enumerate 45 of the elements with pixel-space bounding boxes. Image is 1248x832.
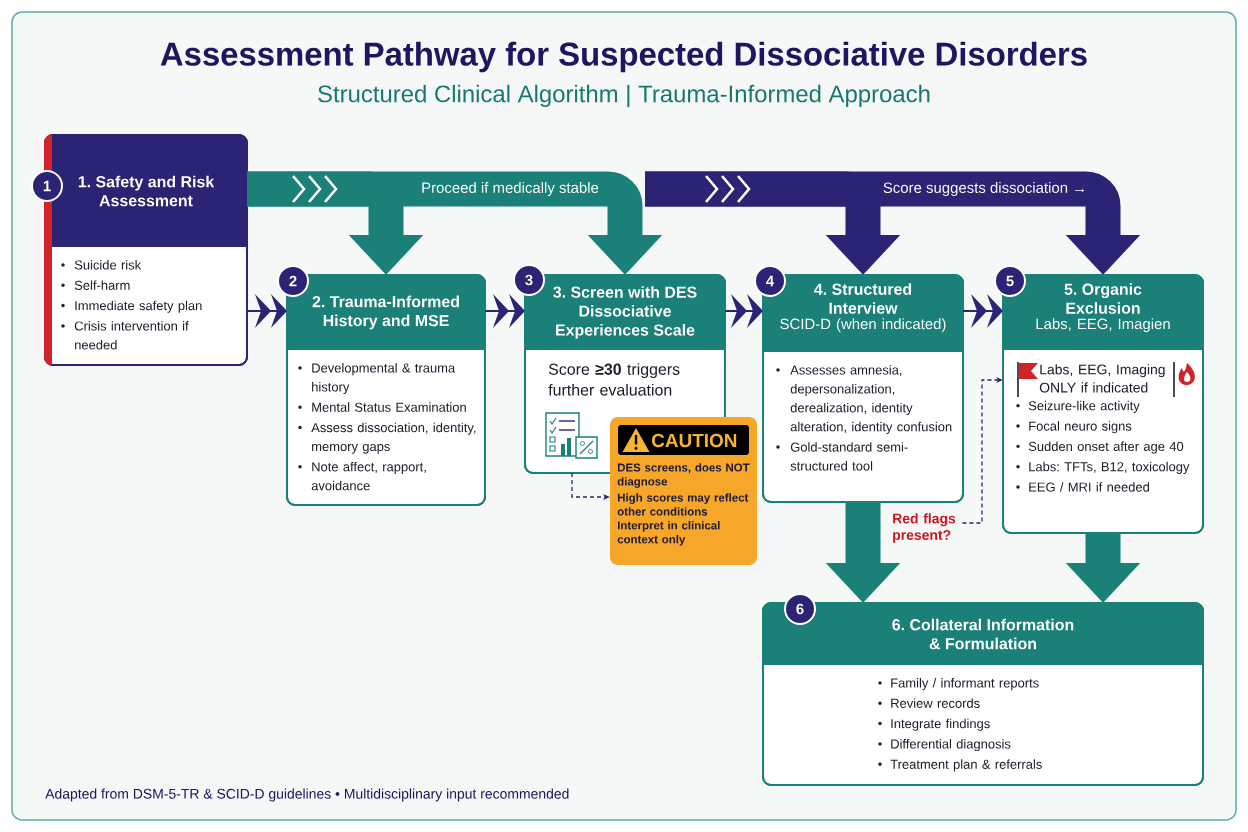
box-heading: 4. Structured Interview [814, 283, 912, 314]
dashed-arrow [961, 376, 1003, 524]
bullet-item: Mental Status Examination [298, 402, 466, 412]
bullet-item: Focal neuro signs [1016, 421, 1132, 434]
bullet-item: Review records [878, 698, 980, 708]
number-badge: 1 [31, 170, 63, 202]
bullet-item: Self-harm [61, 280, 130, 290]
bullet-item: Gold-standard semi-structured tool [776, 442, 908, 471]
question-text: Red flags present? [893, 513, 956, 543]
bullet-item: Labs: TFTs, B12, toxicology [1016, 461, 1190, 474]
number-badge: 4 [754, 265, 786, 297]
subtitle: Structured Clinical Algorithm | Trauma-Informed Approach [318, 84, 930, 108]
bullet-item: Assess dissociation, identity, memory gaps [298, 422, 476, 454]
bullet-item: Seizure-like activity [1016, 400, 1140, 413]
box-heading: 6. Collateral Information & Formulation [892, 618, 1074, 650]
box-heading: 3. Screen with DES Dissociative Experiences Scale [553, 286, 697, 339]
number-badge: 2 [277, 265, 309, 297]
bullet-item: Suicide risk [61, 260, 142, 270]
number-badge: 5 [994, 265, 1026, 297]
box-heading: 5. Organic Exclusion [1064, 283, 1142, 314]
box-subheading: SCID-D (when indicated) [780, 318, 946, 333]
number-badge: 3 [513, 264, 545, 296]
warning-text: Interpret in clinical context only [617, 521, 720, 546]
bullet-item: Family / informant reports [878, 678, 1039, 691]
warning-text: High scores may reflect other conditions [617, 493, 749, 516]
bullet-item: Immediate safety plan [61, 300, 202, 313]
body-text: Labs, EEG, Imaging ONLY if indicated [1039, 364, 1165, 393]
footnote: Adapted from DSM-5-TR & SCID-D guidelines • Multidisciplinary input recommended [45, 788, 569, 802]
bullet-item: Differential diagnosis [878, 739, 1011, 752]
bullet-item: Assesses amnesia, depersonalization, derealization, identity alteration, identity confusion [776, 365, 952, 434]
box-heading: 2. Trauma-Informed History and MSE [312, 295, 459, 330]
caution-banner: CAUTION [618, 425, 749, 455]
bullet-item: Note affect, rapport, avoidance [298, 461, 426, 491]
bullet-item: Developmental & trauma history [298, 363, 456, 395]
warning-text: DES screens, does NOT diagnose [617, 463, 750, 488]
title: Assessment Pathway for Suspected Dissociative Disorders [160, 41, 1087, 73]
body-text: Score ≥30 triggers further evaluation [548, 363, 680, 396]
box-subheading: Labs, EEG, Imagien [1036, 318, 1170, 333]
bullet-item: Treatment plan & referrals [878, 759, 1042, 772]
number-badge: 6 [784, 593, 816, 625]
bullet-item: EEG / MRI if needed [1016, 482, 1149, 492]
box-heading: 1. Safety and Risk Assessment [78, 175, 215, 207]
bullet-item: Sudden onset after age 40 [1016, 441, 1184, 454]
bullet-item: Integrate findings [878, 718, 990, 731]
bullet-item: Crisis intervention if needed [61, 321, 189, 350]
